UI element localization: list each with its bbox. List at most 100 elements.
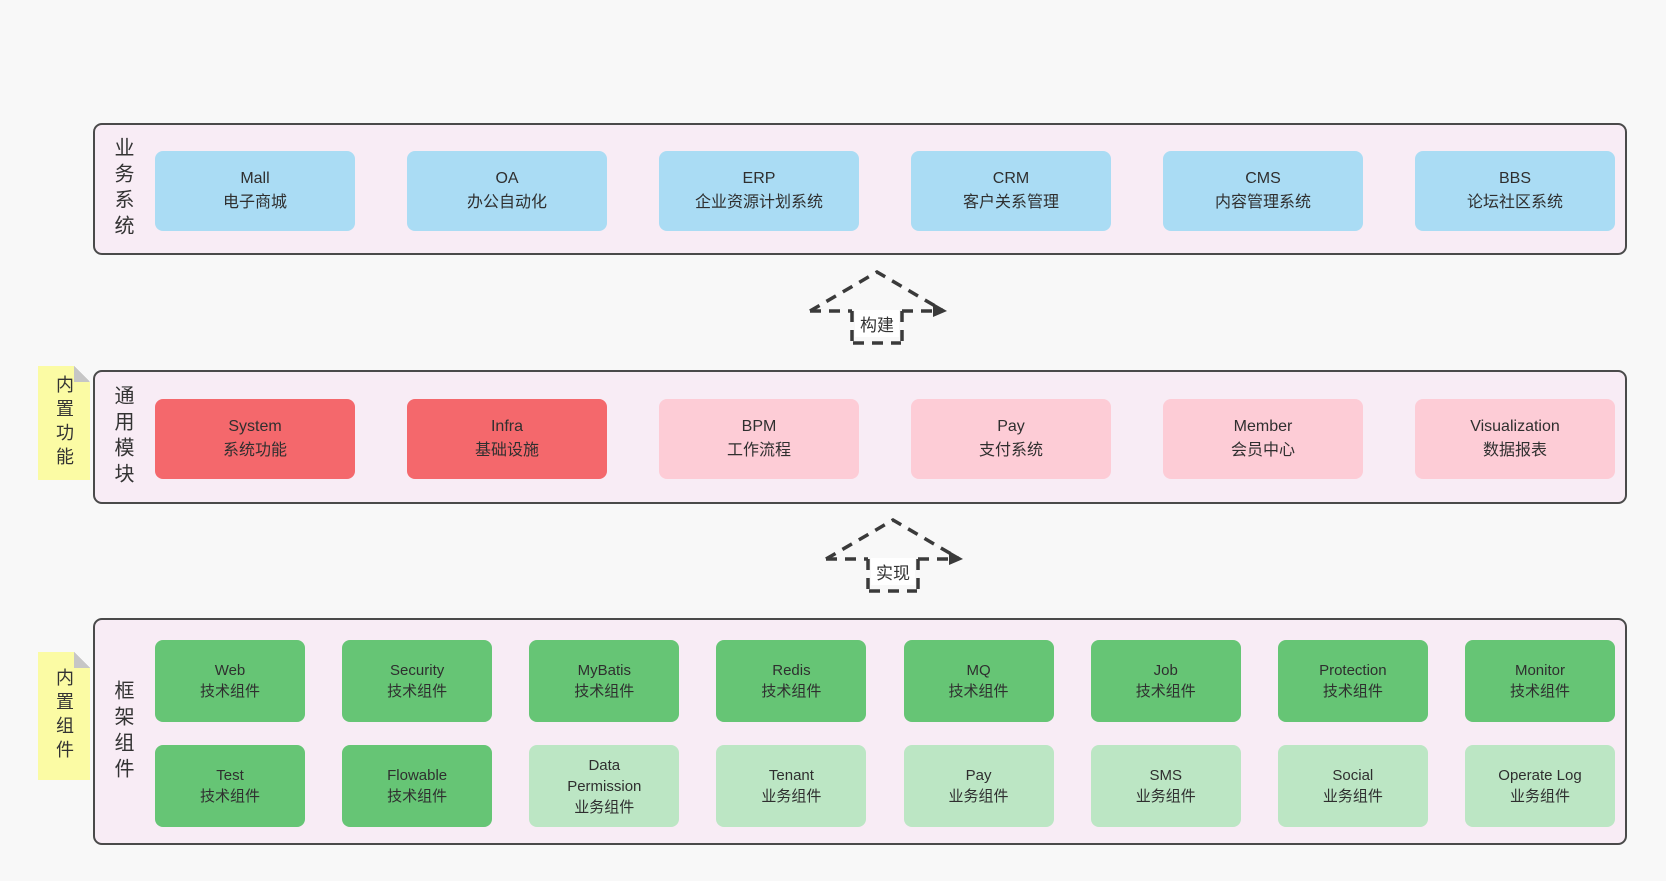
box-subtitle: 技术组件: [1135, 683, 1196, 700]
box-crm: CRM 客户关系管理: [911, 151, 1111, 231]
box-title: Pay: [997, 418, 1025, 435]
box-title: ERP: [742, 170, 776, 187]
box-subtitle: 技术组件: [387, 788, 448, 805]
box-visualization: Visualization 数据报表: [1415, 399, 1615, 479]
box-subtitle: 业务组件: [1322, 788, 1383, 805]
note-text: 内置功能: [54, 375, 74, 471]
box-test: Test 技术组件: [155, 745, 305, 827]
box-title: MQ: [966, 662, 991, 679]
box-subtitle: 会员中心: [1230, 442, 1295, 459]
layer-business-label: 业务系统: [111, 137, 133, 241]
note-built-in-components: 内置组件: [38, 652, 90, 780]
folded-corner-icon: [74, 652, 90, 668]
box-redis: Redis 技术组件: [716, 640, 867, 722]
box-title: Job: [1153, 662, 1178, 679]
box-bbs: BBS 论坛社区系统: [1415, 151, 1615, 231]
note-built-in-features: 内置功能: [38, 366, 90, 480]
layer-modules-label: 通用模块: [111, 385, 133, 489]
box-title: BBS: [1498, 170, 1531, 187]
box-cms: CMS 内容管理系统: [1163, 151, 1363, 231]
box-subtitle: 办公自动化: [466, 194, 547, 211]
modules-box-row: System 系统功能 Infra 基础设施 BPM 工作流程 Pay 支付系统…: [155, 399, 1615, 479]
box-subtitle: 基础设施: [474, 442, 539, 459]
box-title: CMS: [1245, 170, 1281, 187]
box-sms: SMS 业务组件: [1090, 745, 1241, 827]
business-box-row: Mall 电子商城 OA 办公自动化 ERP 企业资源计划系统 CRM 客户关系…: [155, 151, 1615, 231]
box-bpm: BPM 工作流程: [659, 399, 859, 479]
box-title: System: [228, 418, 282, 435]
box-tenant: Tenant 业务组件: [716, 745, 867, 827]
box-subtitle: 业务组件: [948, 788, 1009, 805]
box-title: Visualization: [1470, 418, 1560, 435]
box-subtitle: 业务组件: [1509, 788, 1570, 805]
box-subtitle: 内容管理系统: [1214, 194, 1311, 211]
box-subtitle: 业务组件: [761, 788, 822, 805]
box-subtitle: 客户关系管理: [962, 194, 1059, 211]
box-subtitle: 支付系统: [978, 442, 1043, 459]
arrow-implement-label: 实现: [871, 558, 915, 585]
box-title: CRM: [992, 170, 1030, 187]
note-text: 内置组件: [54, 668, 74, 764]
box-title: Security: [390, 662, 445, 679]
box-subtitle: 技术组件: [1509, 683, 1570, 700]
box-subtitle: 技术组件: [387, 683, 448, 700]
box-subtitle: 技术组件: [199, 683, 260, 700]
box-system: System 系统功能: [155, 399, 355, 479]
box-operate-log: Operate Log 业务组件: [1464, 745, 1615, 827]
layer-components-label: 框架组件: [111, 679, 133, 784]
box-subtitle: 技术组件: [199, 788, 260, 805]
box-title: Web: [214, 662, 246, 679]
layer-common-modules: 通用模块 System 系统功能 Infra 基础设施 BPM 工作流程 Pay…: [93, 370, 1627, 504]
box-title: Flowable: [387, 767, 448, 784]
box-erp: ERP 企业资源计划系统: [659, 151, 859, 231]
box-oa: OA 办公自动化: [407, 151, 607, 231]
box-title: OA: [495, 170, 519, 187]
box-web: Web 技术组件: [155, 640, 305, 722]
box-monitor: Monitor 技术组件: [1464, 640, 1615, 722]
box-subtitle: 企业资源计划系统: [694, 194, 823, 211]
box-subtitle: 电子商城: [222, 194, 287, 211]
box-title: Test: [216, 767, 244, 784]
box-mall: Mall 电子商城: [155, 151, 355, 231]
box-security: Security 技术组件: [342, 640, 493, 722]
box-member: Member 会员中心: [1163, 399, 1363, 479]
box-subtitle: 技术组件: [1322, 683, 1383, 700]
box-infra: Infra 基础设施: [407, 399, 607, 479]
box-title: MyBatis: [577, 662, 631, 679]
layer-business-systems: 业务系统 Mall 电子商城 OA 办公自动化 ERP 企业资源计划系统 CRM…: [93, 123, 1627, 255]
box-subtitle: 技术组件: [948, 683, 1009, 700]
box-subtitle: 业务组件: [574, 798, 635, 816]
arrow-build: 构建: [807, 268, 947, 346]
box-title: Redis: [772, 662, 811, 679]
box-subtitle: 系统功能: [222, 442, 287, 459]
box-flowable: Flowable 技术组件: [342, 745, 493, 827]
box-data-permission: Data Permission 业务组件: [529, 745, 680, 827]
box-title: Mall: [240, 170, 270, 187]
box-title: Social: [1332, 767, 1374, 784]
box-title: BPM: [741, 418, 777, 435]
box-title: Member: [1233, 418, 1293, 435]
box-subtitle: 业务组件: [1135, 788, 1196, 805]
arrow-implement: 实现: [823, 516, 963, 594]
box-subtitle: 技术组件: [574, 683, 635, 700]
box-subtitle: 技术组件: [761, 683, 822, 700]
box-job: Job 技术组件: [1090, 640, 1241, 722]
box-title: Infra: [490, 418, 523, 435]
box-title: Data Permission: [567, 756, 642, 795]
components-box-row-1: Web 技术组件 Security 技术组件 MyBatis 技术组件 Redi…: [155, 640, 1615, 722]
box-social: Social 业务组件: [1277, 745, 1428, 827]
box-mybatis: MyBatis 技术组件: [529, 640, 680, 722]
box-title: Protection: [1319, 662, 1387, 679]
box-subtitle: 论坛社区系统: [1466, 194, 1563, 211]
box-pay-component: Pay 业务组件: [903, 745, 1054, 827]
box-protection: Protection 技术组件: [1277, 640, 1428, 722]
box-title: Monitor: [1514, 662, 1565, 679]
box-mq: MQ 技术组件: [903, 640, 1054, 722]
box-subtitle: 数据报表: [1482, 442, 1547, 459]
box-title: Operate Log: [1498, 767, 1582, 784]
box-title: SMS: [1149, 767, 1182, 784]
box-pay-system: Pay 支付系统: [911, 399, 1111, 479]
dashed-up-arrow-icon: [809, 269, 947, 345]
box-title: Tenant: [768, 767, 814, 784]
